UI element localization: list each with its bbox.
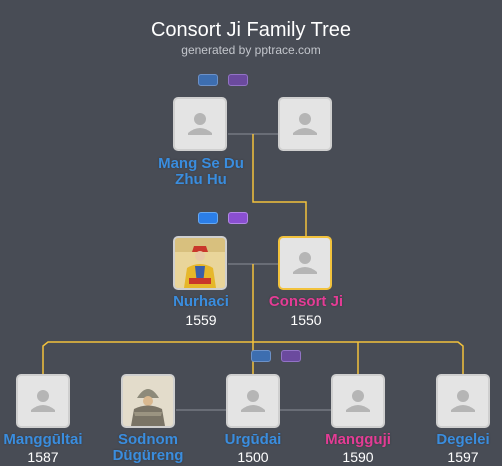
person-name-degelei[interactable]: Degelei <box>436 431 490 448</box>
person-year-degelei: 1597 <box>447 449 479 465</box>
portrait-sodnom-dugureng <box>123 376 173 426</box>
person-card-degelei[interactable] <box>436 374 490 428</box>
person-card-manggultai[interactable] <box>16 374 70 428</box>
expand-ancestors-button[interactable] <box>251 350 271 362</box>
name-line[interactable]: Dügüreng <box>112 447 184 464</box>
person-card-nurhaci[interactable] <box>173 236 227 290</box>
portrait-nurhaci <box>175 238 225 288</box>
expand-ancestors-button[interactable] <box>198 212 218 224</box>
expand-spouses-button[interactable] <box>228 74 248 86</box>
person-name-urgudai[interactable]: Urgūdai <box>224 431 282 448</box>
person-year-nurhaci: 1559 <box>185 312 217 328</box>
name-line[interactable]: Zhu Hu <box>175 171 227 188</box>
person-card-consort-ji[interactable] <box>278 236 332 290</box>
person-card-mang-se-du-zhu-hu[interactable] <box>173 97 227 151</box>
person-card-sodnom-dugureng[interactable] <box>121 374 175 428</box>
expand-spouses-button[interactable] <box>281 350 301 362</box>
name-line[interactable]: Mang Se Du <box>158 155 244 172</box>
person-card-mangguji[interactable] <box>331 374 385 428</box>
person-name-mangguji[interactable]: Mangguji <box>325 431 391 448</box>
person-year-consort-ji: 1550 <box>290 312 322 328</box>
person-silhouette-icon <box>293 252 317 274</box>
person-card-unknown-spouse[interactable] <box>278 97 332 151</box>
person-silhouette-icon <box>31 390 55 412</box>
page-title: Consort Ji Family Tree <box>150 19 352 41</box>
person-silhouette-icon <box>346 390 370 412</box>
person-year-urgudai: 1500 <box>237 449 269 465</box>
person-silhouette-icon <box>451 390 475 412</box>
page-subtitle: generated by pptrace.com <box>181 43 321 57</box>
person-card-urgudai[interactable] <box>226 374 280 428</box>
person-name-manggultai[interactable]: Manggūltai <box>3 431 83 448</box>
person-silhouette-icon <box>241 390 265 412</box>
person-year-manggultai: 1587 <box>27 449 59 465</box>
expand-spouses-button[interactable] <box>228 212 248 224</box>
person-name-nurhaci[interactable]: Nurhaci <box>173 293 229 310</box>
person-silhouette-icon <box>188 113 212 135</box>
name-line[interactable]: Sodnom <box>118 431 178 448</box>
person-year-mangguji: 1590 <box>342 449 374 465</box>
person-name-sodnom-dugureng[interactable]: Sodnom Dügüreng <box>88 432 208 464</box>
person-silhouette-icon <box>293 113 317 135</box>
person-name-mang-se-du-zhu-hu[interactable]: Mang Se Du Zhu Hu <box>141 156 261 188</box>
parent-link-consort-ji <box>252 134 307 236</box>
expand-ancestors-button[interactable] <box>198 74 218 86</box>
person-name-consort-ji[interactable]: Consort Ji <box>268 293 344 310</box>
